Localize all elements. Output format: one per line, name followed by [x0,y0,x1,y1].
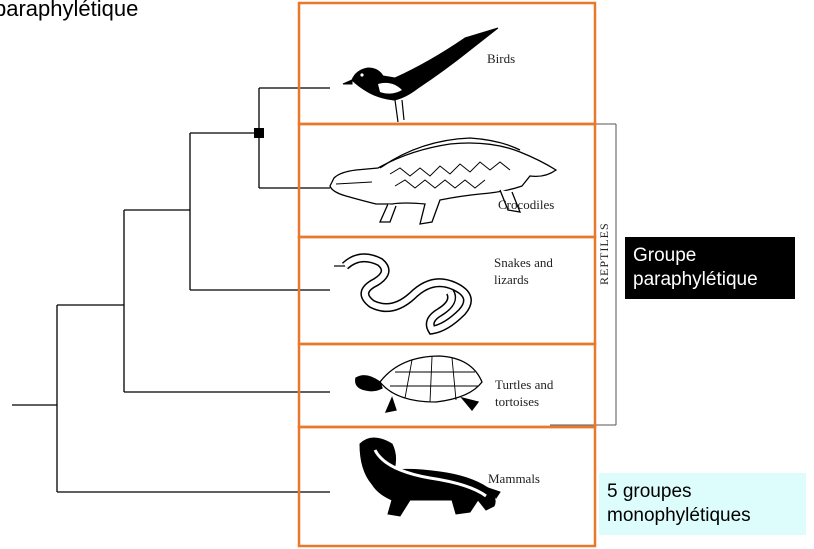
taxon-label-birds: Birds [487,50,515,67]
paraphyletic-callout-line-2: paraphylétique [633,268,795,292]
snake-icon [334,258,467,330]
taxon-label-snakes: Snakes and lizards [494,254,553,288]
monophyletic-callout-line-2: monophylétiques [607,504,806,528]
skunk-icon [360,438,500,516]
node-marker [254,128,264,138]
turtle-icon [356,356,482,412]
monophyletic-callout-line-1: 5 groupes [607,480,806,504]
bird-icon [343,28,498,122]
tree-branches [12,88,330,492]
taxon-label-mammals: Mammals [488,470,540,487]
taxon-label-crocodiles: Crocodiles [498,196,554,213]
taxon-label-turtles: Turtles and tortoises [495,376,553,410]
paraphyletic-callout-line-1: Groupe [633,244,795,268]
reptiles-bracket-label: REPTILES [597,222,612,285]
paraphyletic-callout: Groupe paraphylétique [625,237,795,299]
monophyletic-callout: 5 groupes monophylétiques [599,473,806,535]
